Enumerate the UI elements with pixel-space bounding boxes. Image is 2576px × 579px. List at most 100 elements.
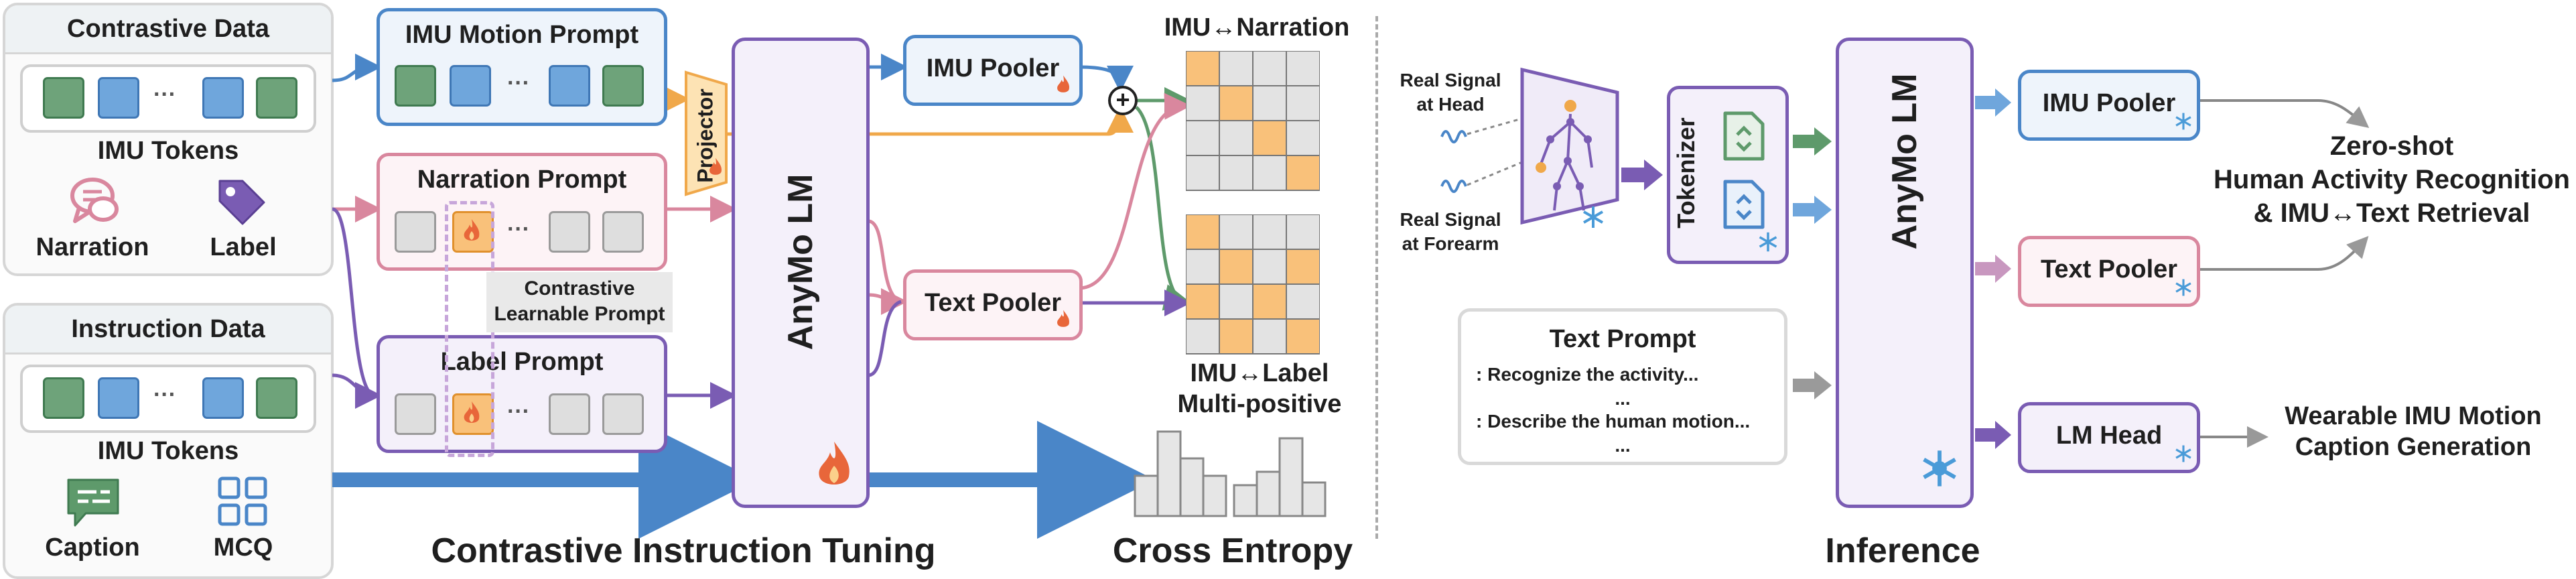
section-title-cross-entropy: Cross Entropy: [1112, 531, 1353, 570]
arrow-lm-to-imu-pooler-inf: [1975, 88, 2011, 117]
imu-token: [202, 77, 244, 119]
text-prompt-line-1: : Recognize the activity...: [1476, 364, 1699, 385]
narration-prompt: Narration Prompt ···: [377, 153, 667, 271]
contrastive-imu-token-row: ···: [20, 64, 316, 133]
plus-circle: +: [1108, 86, 1138, 115]
arrow-projector-to-plus: [724, 106, 1134, 136]
snowflake-icon: [1759, 232, 1777, 252]
narration-label: Narration: [36, 233, 149, 261]
token-ellipsis: ···: [153, 382, 176, 407]
output-bottom-2: Caption Generation: [2295, 433, 2532, 461]
imu-pooler-training: IMU Pooler: [903, 35, 1083, 106]
arrow-lm-to-lm-head: [1975, 421, 2011, 449]
learnable-token: [452, 211, 494, 253]
narration-prompt-title: Narration Prompt: [417, 166, 627, 194]
imu-pooler-inference: IMU Pooler: [2018, 70, 2200, 141]
file-code-icon: [1723, 111, 1765, 161]
imu-pooler-inference-label: IMU Pooler: [2042, 89, 2176, 117]
imu-token: [43, 77, 84, 119]
arrow-imu-pooler-to-plus: [1078, 65, 1134, 92]
imu-token: [602, 65, 644, 107]
fire-icon: [1057, 310, 1069, 327]
snowflake-icon: [1583, 206, 1603, 228]
imu-token: [450, 65, 491, 107]
text-token: [549, 393, 590, 435]
snowflake-icon: [2175, 445, 2191, 462]
fire-icon: [709, 157, 722, 175]
text-token: [549, 211, 590, 253]
tokenizer: Tokenizer: [1667, 86, 1789, 264]
instruction-imu-token-row: ···: [20, 365, 316, 433]
real-signal-head-2: at Head: [1416, 94, 1485, 115]
instruction-imu-tokens-label: IMU Tokens: [97, 437, 239, 465]
text-prompt-title: Text Prompt: [1549, 325, 1696, 353]
section-title-tuning: Contrastive Instruction Tuning: [431, 531, 936, 570]
imu-token: [43, 377, 84, 419]
training-connectors: [332, 54, 1191, 539]
imu-token: [256, 77, 297, 119]
arrow-data-to-imu-prompt: [332, 54, 382, 82]
text-token: [395, 211, 436, 253]
snowflake-icon: [2175, 113, 2191, 130]
text-token: [602, 211, 644, 253]
imu-token: [256, 377, 297, 419]
text-prompt-line-2: ...: [1615, 388, 1631, 409]
imu-motion-prompt: IMU Motion Prompt ···: [377, 8, 667, 126]
contrastive-learnable-prompt-note: Contrastive Learnable Prompt: [486, 272, 673, 332]
matrix-top-title: IMU↔Narration: [1164, 13, 1350, 42]
arrow-green-to-lm: [1793, 127, 1832, 155]
note-line-2: Learnable Prompt: [494, 303, 665, 325]
snowflake-icon: [1923, 450, 1956, 487]
real-signal-head-1: Real Signal: [1400, 70, 1501, 90]
imu-motion-prompt-title: IMU Motion Prompt: [405, 21, 639, 49]
arrow-data-to-label-prompt: [332, 207, 382, 409]
anymo-lm-training: AnyMo LM: [732, 38, 870, 508]
real-signal-forearm-2: at Forearm: [1402, 233, 1499, 254]
arrow-lm-to-text-pooler-inf: [1975, 255, 2011, 283]
label-tag-icon: [218, 180, 265, 225]
section-divider: [1375, 16, 1378, 539]
output-top-3: & IMU↔Text Retrieval: [2253, 198, 2530, 228]
imu-token: [549, 65, 590, 107]
output-top-1: Zero-shot: [2329, 131, 2454, 161]
fire-icon: [464, 401, 480, 423]
arrow-gray-to-lm: [1793, 371, 1832, 399]
arrow-text-pooler-to-top-matrix: [1078, 92, 1191, 290]
imu-token: [202, 377, 244, 419]
text-token: [395, 393, 436, 435]
matrix-bottom-title-1: IMU↔Label: [1190, 359, 1329, 387]
anymo-lm-inference: AnyMo LM: [1836, 38, 1974, 508]
imu-token: [98, 377, 139, 419]
file-code-icon: [1723, 180, 1765, 229]
inference-connectors: [1440, 99, 2370, 448]
caption-icon: [67, 478, 119, 527]
similarity-matrix-label: [1186, 214, 1320, 355]
instruction-data-title: Instruction Data: [5, 306, 331, 355]
text-token: [602, 393, 644, 435]
contrastive-imu-tokens-label: IMU Tokens: [97, 137, 239, 165]
projector-label: Projector: [693, 88, 718, 183]
matrix-bottom-title-2: Multi-positive: [1177, 390, 1342, 418]
imu-token: [98, 77, 139, 119]
contrastive-data-panel: Contrastive Data ··· IMU Tokens Narratio…: [3, 3, 334, 276]
arrow-skeleton-to-tokenizer: [1621, 159, 1663, 190]
anymo-lm-label: AnyMo LM: [781, 174, 820, 350]
anymo-lm-inference-label: AnyMo LM: [1885, 73, 1924, 250]
fire-icon: [1057, 75, 1069, 92]
mcq-icon: [218, 476, 267, 526]
lm-head-inference: LM Head: [2018, 402, 2200, 473]
imu-pooler-label: IMU Pooler: [926, 54, 1060, 82]
contrastive-data-title: Contrastive Data: [5, 5, 331, 54]
text-pooler-label: Text Pooler: [924, 289, 1062, 317]
wave-icon: [1440, 180, 1467, 193]
token-ellipsis: ···: [507, 216, 530, 242]
lm-head-label: LM Head: [2055, 422, 2163, 450]
real-signal-forearm-1: Real Signal: [1400, 209, 1501, 230]
text-pooler-inference: Text Pooler: [2018, 236, 2200, 307]
arrow-plus-to-bottom-matrix: [1135, 106, 1191, 311]
similarity-matrix-narration: [1186, 51, 1320, 191]
cross-entropy-bars: [1134, 430, 1327, 517]
text-prompt-line-3: : Describe the human motion...: [1476, 411, 1751, 432]
narration-icon: [70, 178, 119, 223]
snowflake-icon: [2175, 279, 2191, 296]
